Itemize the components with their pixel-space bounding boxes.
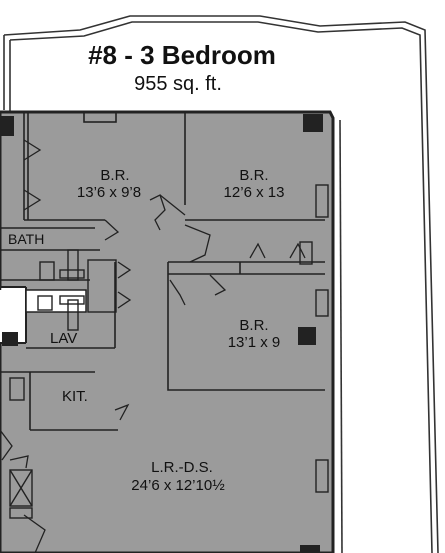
fixtures (9, 184, 329, 519)
room-br-middle-name: B.R. (239, 317, 268, 334)
corridor-inset (25, 289, 87, 313)
room-bath-name: BATH (8, 231, 44, 247)
room-living-name: L.R.-D.S. (151, 459, 213, 476)
interior-walls (0, 111, 325, 431)
structural-columns (0, 114, 323, 553)
door-swings (0, 139, 306, 553)
building-outline (3, 15, 439, 553)
room-kitchen-name: KIT. (62, 388, 88, 405)
room-br-top-right-dims: 12’6 x 13 (224, 184, 285, 201)
room-lav-name: LAV (50, 330, 77, 347)
room-br-top-left-dims: 13’6 x 9’8 (77, 184, 141, 201)
room-br-top-left-name: B.R. (100, 167, 129, 184)
room-living-dims: 24’6 x 12’10½ (131, 477, 225, 494)
room-br-top-right-name: B.R. (239, 167, 268, 184)
unit-title: #8 - 3 Bedroom (88, 40, 276, 70)
unit-area: 955 sq. ft. (134, 73, 222, 95)
unit-floor (0, 110, 335, 553)
room-br-middle-dims: 13’1 x 9 (228, 334, 281, 351)
